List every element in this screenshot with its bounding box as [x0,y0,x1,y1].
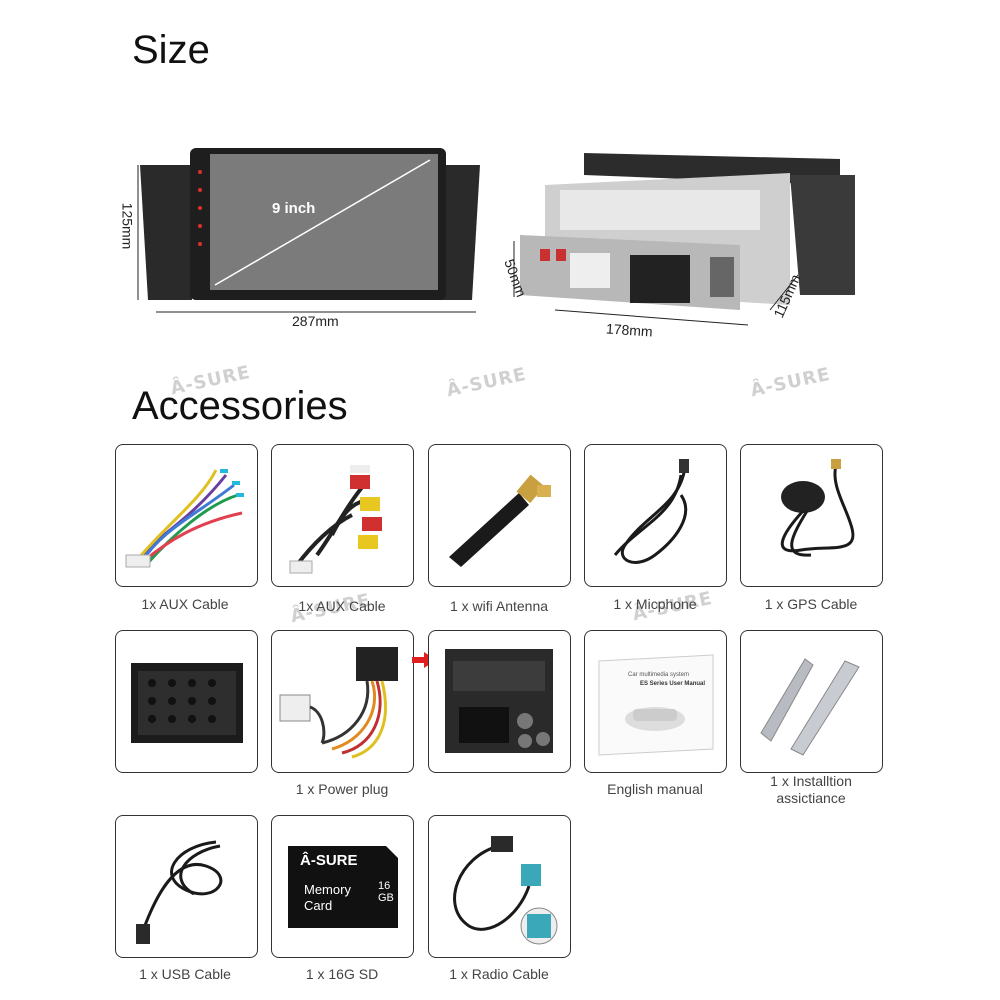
accessories-heading: Accessories [132,384,348,428]
side-width-label: 178mm [605,320,654,340]
sd-capacity-label: 16 [378,880,391,892]
accessory-card-radio-cable [428,815,571,958]
sd-memory-label: Memory [304,882,351,897]
manual-title-line1: Car multimedia system [628,672,690,678]
accessory-caption: 1x AUX Cable [298,598,386,614]
accessory-card-manual [584,630,727,773]
accessory-card-usb-cable [115,815,258,958]
accessory-caption: 1 x Power plug [295,781,389,797]
accessory-card-wifi-antenna [428,444,571,587]
watermark: Â-SURE [748,363,833,402]
sd-card-label: Card [304,898,333,913]
head-unit-front-image [137,148,480,313]
microphone-icon [613,459,689,564]
accessory-card-connector-adapter [428,630,571,773]
head-unit-back-image [513,153,855,326]
accessory-card-bracket [740,630,883,773]
accessory-caption: English manual [607,781,703,797]
screen-size-label: 9 inch [272,200,316,217]
accessory-card-power-harness [271,630,414,773]
radio-cable-icon [453,836,558,945]
accessory-caption: 1 x Installtion assictiance [770,773,852,806]
accessory-card-aux-harness [115,444,258,587]
manual-icon [598,654,714,756]
rca-cable-icon [289,465,382,574]
watermark: Â-SURE [444,363,529,402]
usb-cable-icon [136,840,223,944]
accessory-card-microphone [584,444,727,587]
power-harness-icon [279,647,398,759]
gps-antenna-icon [780,459,855,557]
sd-unit-label: GB [378,892,394,904]
accessory-caption: 1 x 16G SD [305,966,379,982]
aux-harness-icon [125,469,244,568]
front-height-label: 125mm [119,202,136,250]
wifi-antenna-icon [449,474,551,567]
accessory-card-connector-block [115,630,258,773]
accessory-caption: 1 x USB Cable [139,966,231,982]
front-width-label: 287mm [292,313,339,329]
accessory-card-sd-card [271,815,414,958]
accessory-caption: 1 x Micphone [613,596,697,612]
connector-adapter-icon [445,649,553,753]
accessory-caption: 1 x wifi Antenna [449,598,549,614]
manual-title-line2: ES Series User Manual [640,681,706,687]
accessory-caption: 1x AUX Cable [141,596,229,612]
accessory-caption: 1 x GPS Cable [764,596,858,612]
sd-card-icon [288,846,398,928]
connector-block-icon [131,663,243,743]
accessory-caption: 1 x Radio Cable [449,966,549,982]
accessory-card-gps-antenna [740,444,883,587]
sd-brand-label: Â-SURE [300,852,358,869]
accessory-card-rca-cable [271,444,414,587]
bracket-icon [760,658,860,756]
size-heading: Size [132,28,210,72]
